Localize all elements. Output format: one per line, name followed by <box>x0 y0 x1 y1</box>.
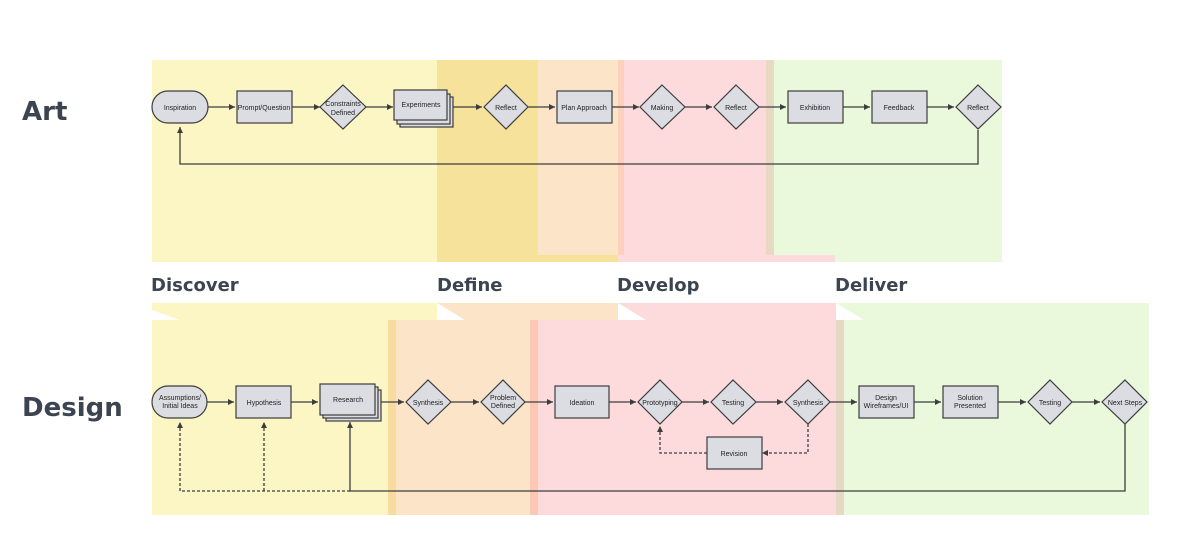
node-making <box>639 84 686 130</box>
label-ideation: Ideation <box>570 400 595 407</box>
design-tab-discover <box>152 303 437 320</box>
label-testing-1: Testing <box>722 400 744 407</box>
label-making: Making <box>651 105 674 112</box>
art-tab-develop <box>618 255 835 278</box>
label-assumptions-1: Assumptions/ <box>159 395 201 402</box>
node-constraints <box>319 84 367 130</box>
node-exhibition <box>787 90 844 124</box>
art-band-deliver <box>774 60 1002 255</box>
node-testing-1 <box>710 379 757 425</box>
design-tab-define <box>437 303 618 320</box>
art-band-develop <box>624 60 766 255</box>
label-synthesis-2: Synthesis <box>793 400 824 407</box>
label-design-wf-2: Wireframes/UI <box>864 403 909 410</box>
design-band-define-edge <box>388 320 396 515</box>
node-revision <box>706 436 763 470</box>
label-synthesis-1: Synthesis <box>413 400 444 407</box>
node-prototyping <box>637 379 683 425</box>
label-assumptions-2: Initial Ideas <box>162 403 198 410</box>
label-problem-2: Defined <box>491 403 515 410</box>
node-synthesis-1 <box>405 379 452 425</box>
art-tab-discover <box>152 255 437 278</box>
design-band-develop-edge <box>530 320 538 515</box>
label-reflect-3: Reflect <box>967 105 989 112</box>
label-reflect-1: Reflect <box>495 105 517 112</box>
label-revision: Revision <box>721 451 748 458</box>
label-reflect-2: Reflect <box>725 105 747 112</box>
node-problem <box>480 379 526 425</box>
label-exhibition: Exhibition <box>800 105 830 112</box>
row-label-design: Design <box>22 393 123 423</box>
phase-label-strip <box>140 262 1160 303</box>
art-tab-define <box>437 255 618 278</box>
label-prompt: Prompt/Question <box>238 105 291 112</box>
art-band-define-dark <box>437 60 538 255</box>
design-phase-bands <box>140 262 1160 515</box>
design-connectors <box>177 399 1126 492</box>
label-next-steps: Next Steps <box>1108 400 1143 407</box>
node-hypothesis <box>235 385 292 419</box>
art-tab-deliver <box>835 255 1002 278</box>
design-nodes <box>151 379 1148 470</box>
node-synthesis-2 <box>784 379 831 425</box>
label-solution-2: Presented <box>954 403 986 410</box>
art-band-deliver-edge <box>766 60 774 255</box>
phase-label-deliver: Deliver <box>835 275 908 296</box>
node-solution <box>942 385 999 419</box>
label-experiments: Experiments <box>402 102 441 109</box>
phase-label-discover: Discover <box>151 275 239 296</box>
row-label-art: Art <box>22 97 68 127</box>
node-experiments <box>393 89 448 121</box>
art-connectors <box>177 104 979 165</box>
label-prototyping: Prototyping <box>642 400 678 407</box>
art-band-develop-edge <box>618 60 624 255</box>
node-assumptions <box>151 385 208 419</box>
label-hypothesis: Hypothesis <box>247 400 282 407</box>
node-reflect-1 <box>483 84 529 130</box>
design-tab-develop <box>618 303 836 320</box>
phase-label-define: Define <box>437 275 503 296</box>
art-band-discover <box>152 60 437 255</box>
phase-label-develop: Develop <box>617 275 700 296</box>
label-testing-2: Testing <box>1039 400 1061 407</box>
node-feedback <box>871 90 928 124</box>
node-next-steps <box>1101 379 1148 425</box>
art-nodes <box>151 84 1002 130</box>
node-reflect-2 <box>713 84 760 130</box>
label-problem-1: Problem <box>490 395 516 402</box>
label-design-wf-1: Design <box>875 395 897 402</box>
node-plan <box>556 90 613 124</box>
label-constraints-2: Defined <box>331 110 355 117</box>
node-research <box>319 383 376 416</box>
label-constraints-1: Constraints <box>325 101 361 108</box>
node-ideation <box>554 385 610 419</box>
art-band-define-light <box>538 60 618 255</box>
label-inspiration: Inspiration <box>164 105 196 112</box>
node-testing-2 <box>1027 379 1073 425</box>
label-research: Research <box>333 397 363 404</box>
node-prompt <box>236 90 293 124</box>
label-plan: Plan Approach <box>561 105 607 112</box>
label-solution-1: Solution <box>957 395 982 402</box>
node-reflect-3 <box>955 84 1002 130</box>
design-tab-deliver <box>836 303 1149 320</box>
design-band-deliver-edge <box>836 320 844 515</box>
node-design-wf <box>858 385 915 419</box>
node-inspiration <box>151 90 209 124</box>
label-feedback: Feedback <box>884 105 915 112</box>
